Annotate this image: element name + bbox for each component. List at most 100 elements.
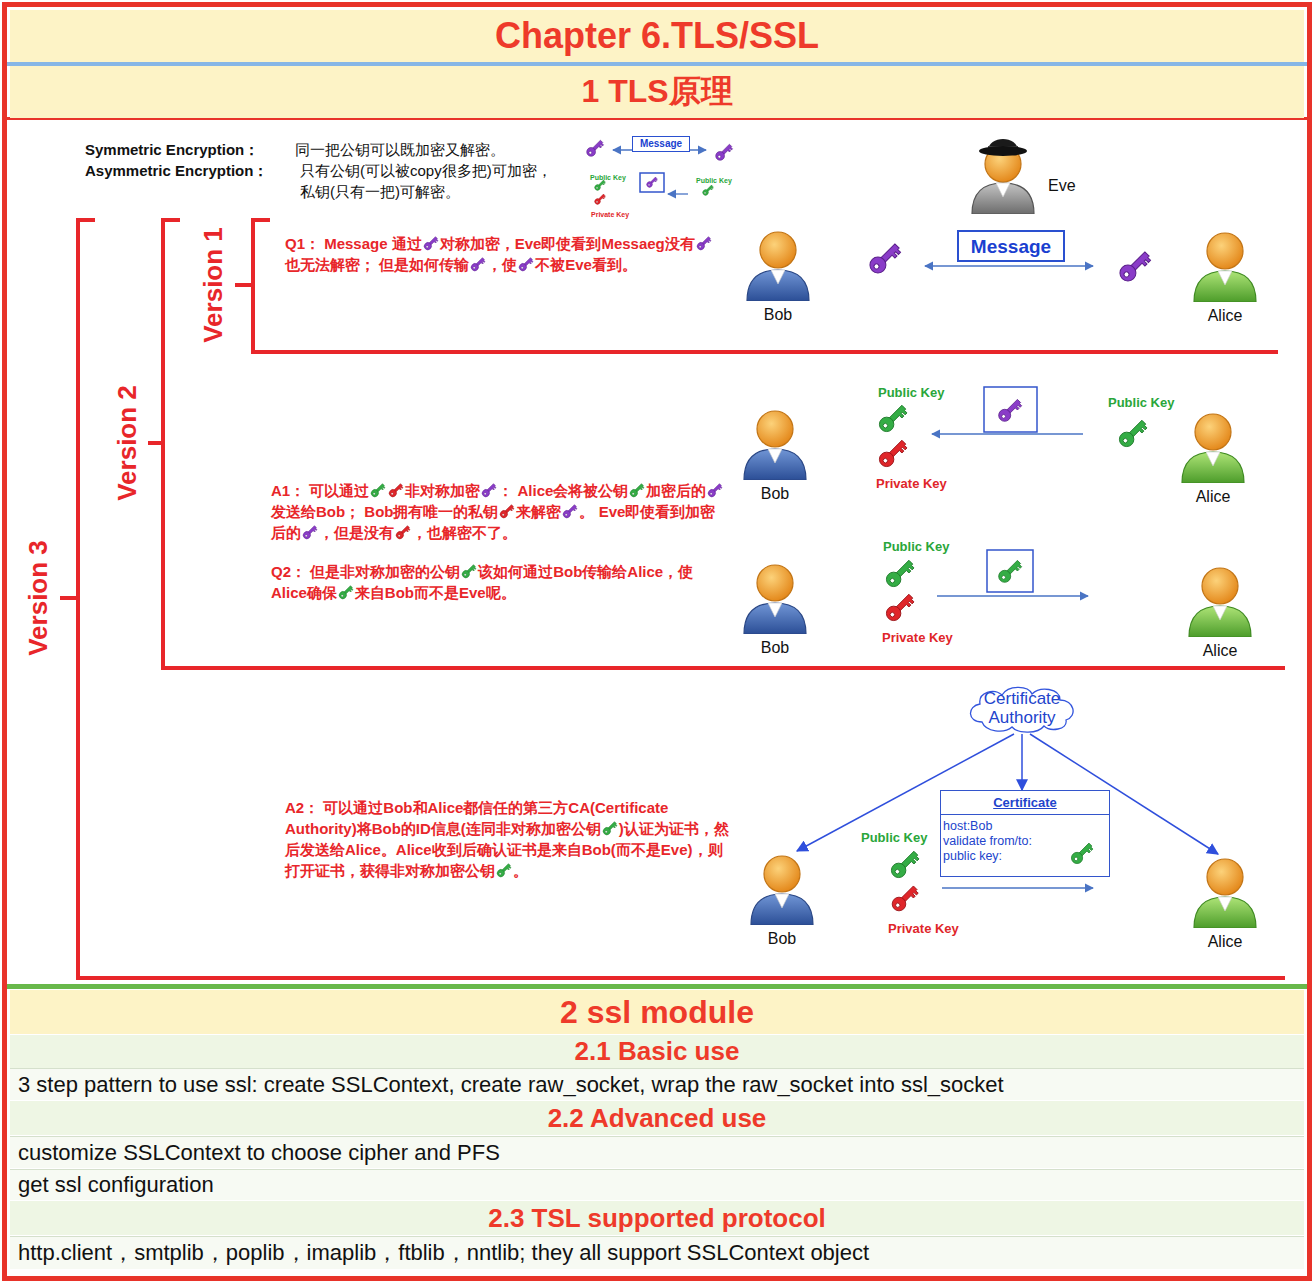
key-icon	[498, 502, 516, 520]
certificate-field: public key:	[941, 849, 1109, 864]
key-label: Public Key	[590, 171, 626, 184]
person-figure	[968, 134, 1038, 214]
certificate-field: validate from/to:	[941, 834, 1109, 849]
person-name: Alice	[1178, 409, 1248, 507]
section-band: 2 ssl module	[10, 990, 1304, 1034]
key-icon	[480, 481, 498, 499]
person-name: Bob	[743, 227, 813, 325]
key-label: Public Key	[696, 174, 732, 187]
key-icon	[695, 234, 713, 252]
key-icon	[369, 481, 387, 499]
key-icon	[561, 502, 579, 520]
person-name: Bob	[740, 406, 810, 504]
key-icon	[480, 481, 498, 499]
frame	[5, 5, 1310, 1279]
content-row: get ssl configuration	[10, 1169, 1304, 1200]
key-label: Private Key	[888, 919, 959, 938]
note-paragraph: Q1： Message 通过对称加密，Eve即使看到Messaeg没有也无法解密…	[285, 233, 725, 275]
person-node: Bob	[747, 851, 817, 949]
key-icon	[387, 481, 405, 499]
message-box: Message	[632, 136, 690, 152]
person-figure	[1178, 409, 1248, 483]
person-name: Alice	[1190, 228, 1260, 326]
key-icon	[394, 523, 412, 541]
key-label: Public Key	[1108, 393, 1174, 412]
person-figure	[743, 227, 813, 301]
person-figure	[740, 560, 810, 634]
definition-text: 只有公钥(可以被copy很多把)可加密，私钥(只有一把)可解密。	[300, 160, 562, 202]
person-figure	[740, 406, 810, 480]
person-figure	[747, 851, 817, 925]
key-icons	[585, 138, 1153, 913]
key-icon	[495, 861, 513, 879]
person-node: Alice	[1185, 563, 1255, 661]
person-node: Alice	[1190, 854, 1260, 952]
certificate-box: Certificatehost:Bobvalidate from/to:publ…	[940, 790, 1110, 877]
person-node: Alice	[1178, 409, 1248, 507]
box-text: Message	[640, 138, 682, 150]
key-icon	[301, 523, 319, 541]
person-name: Eve	[1048, 176, 1076, 196]
key-icon	[422, 234, 440, 252]
key-label: Private Key	[882, 628, 953, 647]
row-text: http.client，smtplib，poplib，imaplib，ftbli…	[18, 1238, 869, 1268]
note-text: A1： 可以通过	[271, 482, 369, 499]
key-label: Public Key	[883, 537, 949, 556]
note-text: ： Alice会将被公钥	[498, 482, 628, 499]
key-icon	[601, 819, 619, 837]
stripe	[7, 984, 1307, 989]
subsection-band: 2.3 TSL supported protocol	[10, 1201, 1304, 1235]
person-node: Alice	[1190, 228, 1260, 326]
key-icon	[601, 819, 619, 837]
subsection-band: 2.1 Basic use	[10, 1035, 1304, 1068]
band-heading: 2 ssl module	[560, 994, 754, 1031]
note-text: 发送给Bob； Bob拥有唯一的私钥	[271, 503, 498, 520]
note-text: 来自Bob而不是Eve呢。	[355, 584, 516, 601]
note-text: 也无法解密； 但是如何传输	[285, 256, 469, 273]
key-label: Private Key	[876, 474, 947, 493]
key-icon	[469, 255, 487, 273]
subsection-band: 2.2 Advanced use	[10, 1101, 1304, 1135]
key-icon	[394, 523, 412, 541]
band-heading: 2.2 Advanced use	[548, 1103, 767, 1134]
key-label: Private Key	[591, 208, 629, 221]
message-box: Message	[957, 230, 1065, 262]
key-icon	[369, 481, 387, 499]
person-name: Alice	[1190, 854, 1260, 952]
title-text: Chapter 6.TLS/SSL	[495, 15, 819, 57]
band-heading: 2.3 TSL supported protocol	[488, 1203, 826, 1234]
key-icon	[469, 255, 487, 273]
key-label: Public Key	[878, 383, 944, 402]
term-label: Asymmetric Encryption：	[85, 160, 268, 181]
key-icon	[517, 255, 535, 273]
key-label: Public Key	[861, 828, 927, 847]
key-icon	[517, 255, 535, 273]
note-paragraph: A1： 可以通过非对称加密： Alice会将被公钥加密后的发送给Bob； Bob…	[271, 480, 727, 543]
content-row: http.client，smtplib，poplib，imaplib，ftbli…	[10, 1236, 1304, 1269]
key-icon	[460, 562, 478, 580]
note-text: ，使	[487, 256, 517, 273]
section-band: 1 TLS原理	[10, 66, 1304, 118]
note-text: 不被Eve看到。	[535, 256, 637, 273]
person-figure	[1190, 228, 1260, 302]
key-icon	[495, 861, 513, 879]
content-row: customize SSLContext to choose cipher an…	[10, 1136, 1304, 1168]
version-label: Version 1	[200, 227, 226, 343]
key-icon	[628, 481, 646, 499]
title-band: Chapter 6.TLS/SSL	[10, 10, 1304, 62]
box-text: Message	[971, 236, 1051, 257]
person-name: Bob	[740, 560, 810, 658]
note-text: Q2： 但是非对称加密的公钥	[271, 563, 460, 580]
person-node: Eve	[968, 134, 1088, 214]
person-figure	[1185, 563, 1255, 637]
note-paragraph: Q2： 但是非对称加密的公钥该如何通过Bob传输给Alice，使Alice确保来…	[271, 561, 727, 603]
connector-arrow	[1030, 734, 1218, 854]
key-icon	[706, 481, 724, 499]
note-text: 加密后的	[646, 482, 706, 499]
connector-arrow	[1021, 734, 1023, 790]
person-node: Bob	[743, 227, 813, 325]
key-icon	[695, 234, 713, 252]
connector-arrow	[797, 734, 1014, 851]
key-icon	[337, 583, 355, 601]
key-icon	[498, 502, 516, 520]
